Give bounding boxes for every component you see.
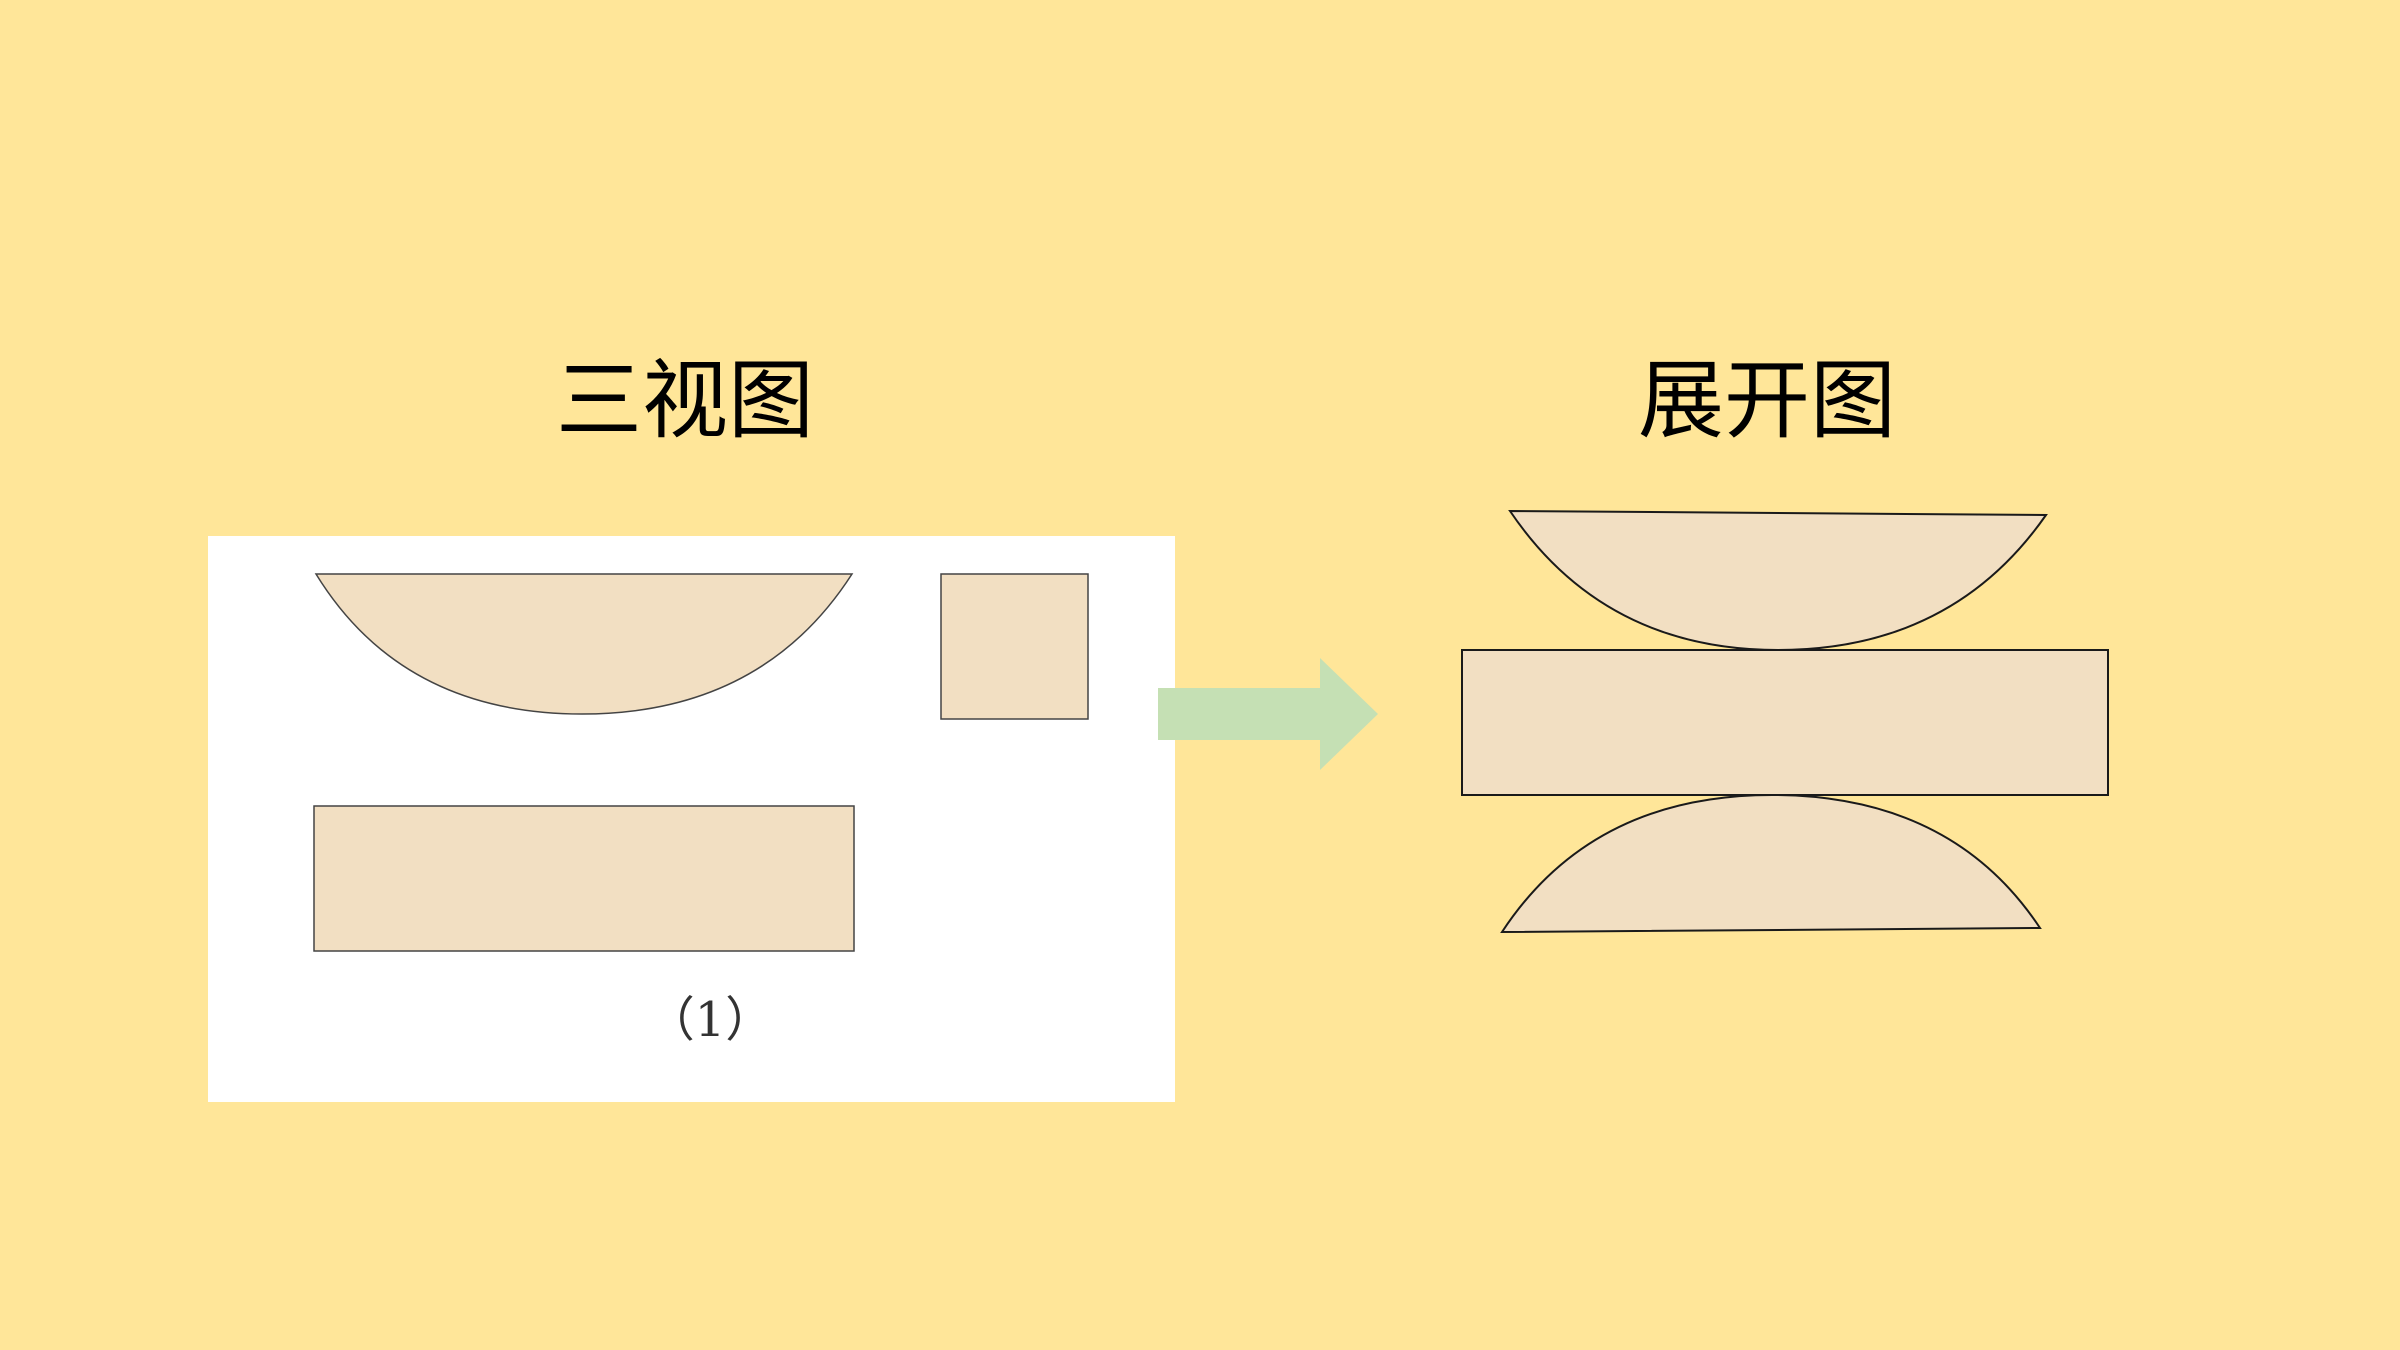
front-view-arc-segment — [314, 573, 854, 715]
side-view-square — [940, 573, 1089, 720]
unfolded-drawing — [1461, 509, 2109, 934]
three-view-title: 三视图 — [556, 351, 814, 451]
arrow-right-icon — [1158, 658, 1378, 770]
transform-arrow — [1158, 656, 1382, 776]
figure-caption: （1） — [646, 992, 774, 1048]
three-view-drawing — [313, 573, 1089, 952]
unfold-bottom-arc-segment — [1500, 793, 2042, 934]
three-view-panel: （1） — [208, 536, 1175, 1102]
unfolded-view-title: 展开图 — [1638, 351, 1896, 451]
top-view-rectangle — [313, 805, 855, 952]
unfold-top-arc-segment — [1508, 509, 2048, 652]
unfolded-view — [1452, 500, 2132, 944]
unfold-middle-rectangle — [1461, 649, 2109, 796]
